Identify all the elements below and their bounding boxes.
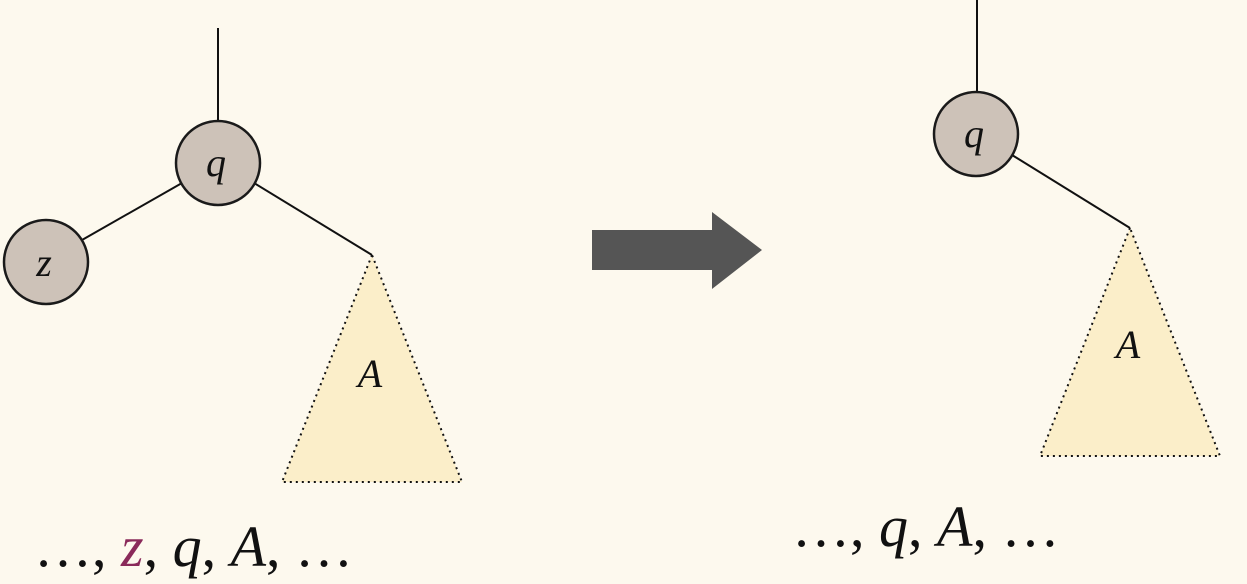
seq-prefix: … (792, 494, 850, 559)
right-arrow-icon (592, 212, 762, 289)
node-z (2, 218, 90, 306)
comma: , (92, 514, 121, 579)
seq-item-a: A (230, 514, 267, 579)
comma: , (201, 514, 231, 579)
edge-q-z (81, 182, 183, 241)
comma: , (908, 494, 937, 559)
before-sequence: …, z, q, A, … (34, 518, 353, 576)
subtree-triangle (280, 252, 464, 483)
seq-prefix: … (34, 514, 92, 579)
after-tree: A q (932, 0, 1222, 457)
node-z-label: z (35, 240, 52, 285)
seq-item-q: q (879, 494, 908, 559)
comma: , (850, 494, 879, 559)
subtree-label: A (355, 351, 383, 396)
seq-item-z: z (121, 514, 144, 579)
before-tree: A q z (2, 28, 464, 483)
edge-q-subtree (253, 182, 373, 256)
node-q-label: q (206, 140, 226, 185)
node-q (174, 119, 262, 207)
subtree-label: A (1113, 322, 1141, 367)
comma: , (972, 494, 1002, 559)
seq-suffix: … (295, 514, 354, 579)
comma: , (266, 514, 296, 579)
node-q-label: q (964, 111, 984, 156)
seq-item-a: A (937, 494, 973, 559)
seq-suffix: … (1001, 494, 1060, 559)
node-q (932, 90, 1020, 178)
subtree-triangle (1038, 225, 1222, 457)
edge-q-subtree (1011, 154, 1131, 229)
comma: , (143, 514, 173, 579)
after-sequence: …, q, A, … (792, 498, 1059, 556)
seq-item-q: q (172, 514, 202, 579)
